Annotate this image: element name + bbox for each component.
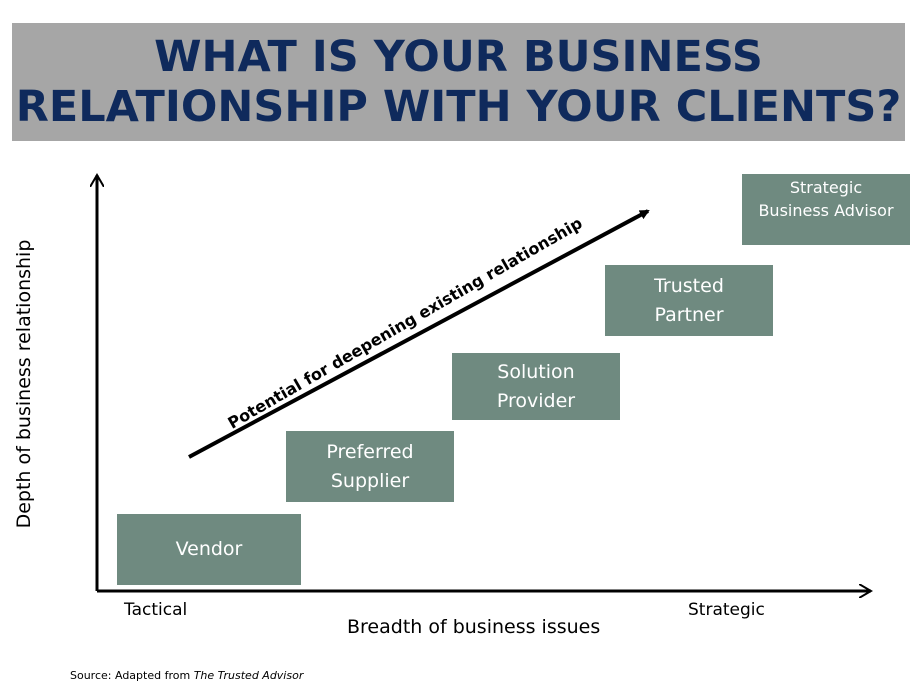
- stage-solution-provider-line-2: Provider: [496, 389, 576, 412]
- stage-vendor: Vendor: [117, 514, 301, 585]
- x-axis-right-label: Strategic: [688, 600, 765, 620]
- trend-arrow: [188, 209, 650, 459]
- stage-trusted-partner-line-2: Partner: [654, 303, 724, 326]
- stage-solution-provider-line-1: Solution: [497, 360, 575, 383]
- stage-preferred-supplier-line-1: Preferred: [326, 440, 414, 463]
- stage-trusted-partner: Trusted Partner: [605, 265, 773, 336]
- x-axis-left-label: Tactical: [124, 600, 188, 620]
- stage-strategic-business-advisor: Strategic Business Advisor: [742, 174, 910, 245]
- title-line-1: WHAT IS YOUR BUSINESS: [154, 32, 763, 82]
- stage-trusted-partner-line-1: Trusted: [654, 274, 724, 297]
- stage-strategic-business-advisor-line-1: Strategic: [789, 178, 863, 197]
- stage-solution-provider: Solution Provider: [452, 353, 620, 420]
- stage-strategic-business-advisor-line-2: Business Advisor: [758, 201, 894, 220]
- stage-vendor-label: Vendor: [175, 538, 243, 560]
- x-axis-label: Breadth of business issues: [347, 616, 601, 638]
- title-banner: WHAT IS YOUR BUSINESS RELATIONSHIP WITH …: [12, 23, 905, 141]
- stage-preferred-supplier: Preferred Supplier: [286, 431, 454, 502]
- source-work: The Trusted Advisor: [193, 669, 304, 682]
- source-prefix: Source: Adapted from: [70, 669, 194, 682]
- source-citation: Source: Adapted from The Trusted Advisor: [70, 669, 303, 682]
- stage-preferred-supplier-line-2: Supplier: [330, 469, 410, 492]
- y-axis-label: Depth of business relationship: [13, 239, 35, 529]
- title-line-2: RELATIONSHIP WITH YOUR CLIENTS?: [15, 82, 902, 132]
